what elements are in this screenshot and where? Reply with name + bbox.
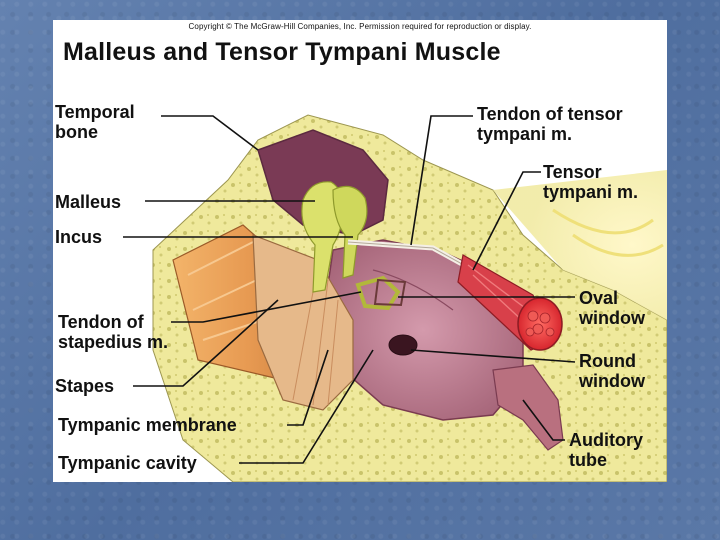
label-tympanic-membrane: Tympanic membrane [58,415,237,435]
slide-panel: Copyright © The McGraw-Hill Companies, I… [53,20,667,482]
leader-stapes [133,299,279,387]
leader-temporal-bone [161,115,259,151]
leader-lines [123,115,576,464]
leader-round-window [410,349,576,363]
incus-shape [332,185,368,279]
leader-auditory-tube [522,399,565,441]
label-stapes: Stapes [55,376,115,396]
label-incus: Incus [55,227,103,247]
leader-tendon-stapedius [171,291,362,323]
copyright-notice: Copyright © The McGraw-Hill Companies, I… [188,22,532,31]
page-title: Malleus and Tensor Tympani Muscle [63,38,501,66]
leader-tympanic-cavity [239,349,374,464]
round-window-shape [388,334,418,356]
ear-anatomy-illustration [123,114,667,482]
leader-tensor-tympani [472,171,541,271]
leader-tendon-tensor [410,115,473,246]
label-malleus: Malleus [55,192,122,212]
label-tympanic-cavity: Tympanic cavity [58,453,197,473]
leader-tympanic-membrane [287,349,329,426]
